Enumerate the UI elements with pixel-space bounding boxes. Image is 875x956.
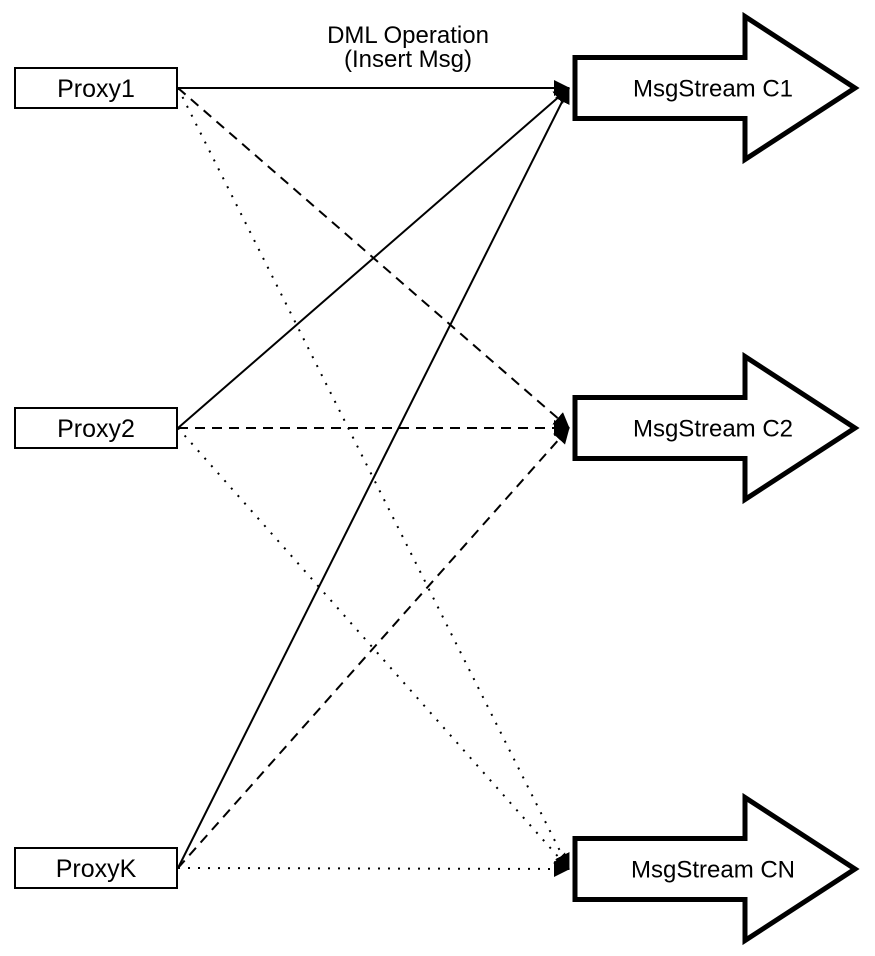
connector-proxyk-cn [177, 860, 570, 877]
node-proxy1: Proxy1 [14, 67, 178, 109]
msgstream-cn-label: MsgStream CN [631, 856, 795, 883]
node-proxy2: Proxy2 [14, 407, 178, 449]
proxyk-label: ProxyK [56, 855, 137, 883]
msgstream-c1-arrow-shape [572, 11, 860, 165]
msgstream-c2-arrow-shape [572, 351, 860, 505]
node-proxyk: ProxyK [14, 847, 178, 889]
proxy2-box [14, 407, 178, 449]
connector-proxy2-c1 [177, 87, 570, 429]
proxy2-label: Proxy2 [57, 415, 135, 443]
proxyk-box [14, 847, 178, 889]
connector-proxyk-c1 [177, 87, 570, 869]
connector-proxy2-cn [177, 427, 570, 870]
edge-annotation-line1: DML Operation [327, 22, 489, 49]
msgstream-c2-label: MsgStream C2 [633, 415, 793, 442]
proxy1-box [14, 67, 178, 109]
edge-annotation-line2: (Insert Msg) [344, 46, 472, 73]
node-msgstream-c1: MsgStream C1 [572, 11, 860, 165]
proxy1-label: Proxy1 [57, 75, 135, 103]
node-msgstream-c2: MsgStream C2 [572, 351, 860, 505]
edge-layer [177, 80, 570, 877]
connector-proxyk-c2 [177, 427, 570, 869]
msgstream-cn-arrow-shape [572, 792, 860, 946]
msgstream-c1-label: MsgStream C1 [633, 75, 793, 102]
node-msgstream-cn: MsgStream CN [572, 792, 860, 946]
